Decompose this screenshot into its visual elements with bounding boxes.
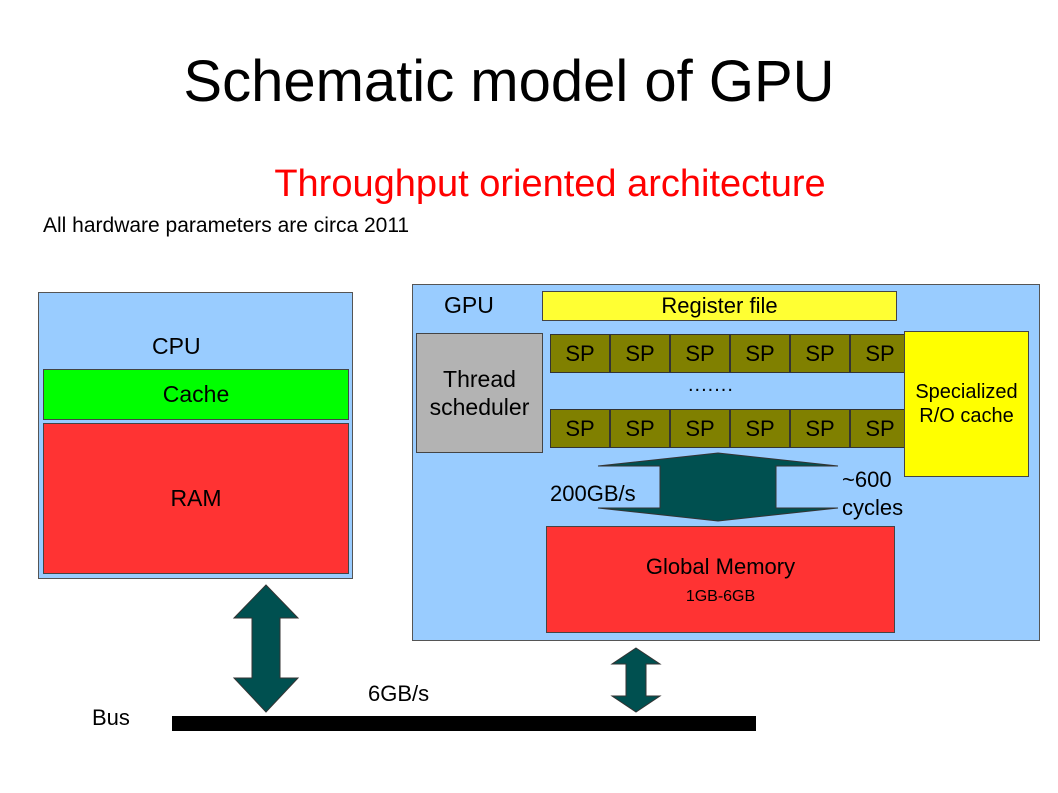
sp-row-bottom: SP SP SP SP SP SP xyxy=(550,409,910,448)
latency-label: ~600 cycles xyxy=(842,466,903,522)
thread-scheduler-line1: Thread xyxy=(443,366,516,392)
sp-unit: SP xyxy=(730,334,790,373)
register-file-box: Register file xyxy=(542,291,897,321)
sp-unit: SP xyxy=(550,334,610,373)
cpu-ram-box: RAM xyxy=(43,423,349,574)
sp-unit: SP xyxy=(550,409,610,448)
sp-unit: SP xyxy=(850,409,910,448)
sp-unit: SP xyxy=(790,334,850,373)
gpu-bus-arrow xyxy=(610,647,662,713)
latency-line2: cycles xyxy=(842,495,904,520)
gpu-bandwidth-label: 200GB/s xyxy=(550,481,636,506)
sp-unit: SP xyxy=(610,334,670,373)
sp-unit: SP xyxy=(790,409,850,448)
sp-ellipsis: ....... xyxy=(688,374,734,396)
sp-unit: SP xyxy=(670,334,730,373)
hardware-note: All hardware parameters are circa 2011 xyxy=(43,214,410,237)
gpu-memory-arrow xyxy=(597,452,839,522)
global-memory-label: Global Memory xyxy=(645,553,796,579)
cpu-cache-box: Cache xyxy=(43,369,349,420)
latency-line1: ~600 xyxy=(842,467,892,492)
global-memory-box: Global Memory 1GB-6GB xyxy=(546,526,895,633)
slide-subtitle: Throughput oriented architecture xyxy=(274,163,826,205)
ro-cache-line1: Specialized xyxy=(915,381,1018,403)
sp-unit: SP xyxy=(730,409,790,448)
global-memory-size: 1GB-6GB xyxy=(685,587,756,605)
sp-unit: SP xyxy=(670,409,730,448)
ro-cache-box: Specialized R/O cache xyxy=(904,331,1029,477)
bus-line xyxy=(172,716,756,731)
ro-cache-line2: R/O cache xyxy=(919,405,1014,427)
thread-scheduler-line2: scheduler xyxy=(429,394,530,420)
bus-bandwidth-label: 6GB/s xyxy=(368,681,430,706)
cpu-bus-arrow xyxy=(232,584,300,713)
cpu-label: CPU xyxy=(152,333,201,359)
gpu-label: GPU xyxy=(444,292,494,318)
thread-scheduler-box: Thread scheduler xyxy=(416,333,543,453)
sp-unit: SP xyxy=(610,409,670,448)
bus-label: Bus xyxy=(92,705,130,730)
slide-title: Schematic model of GPU xyxy=(183,49,835,114)
